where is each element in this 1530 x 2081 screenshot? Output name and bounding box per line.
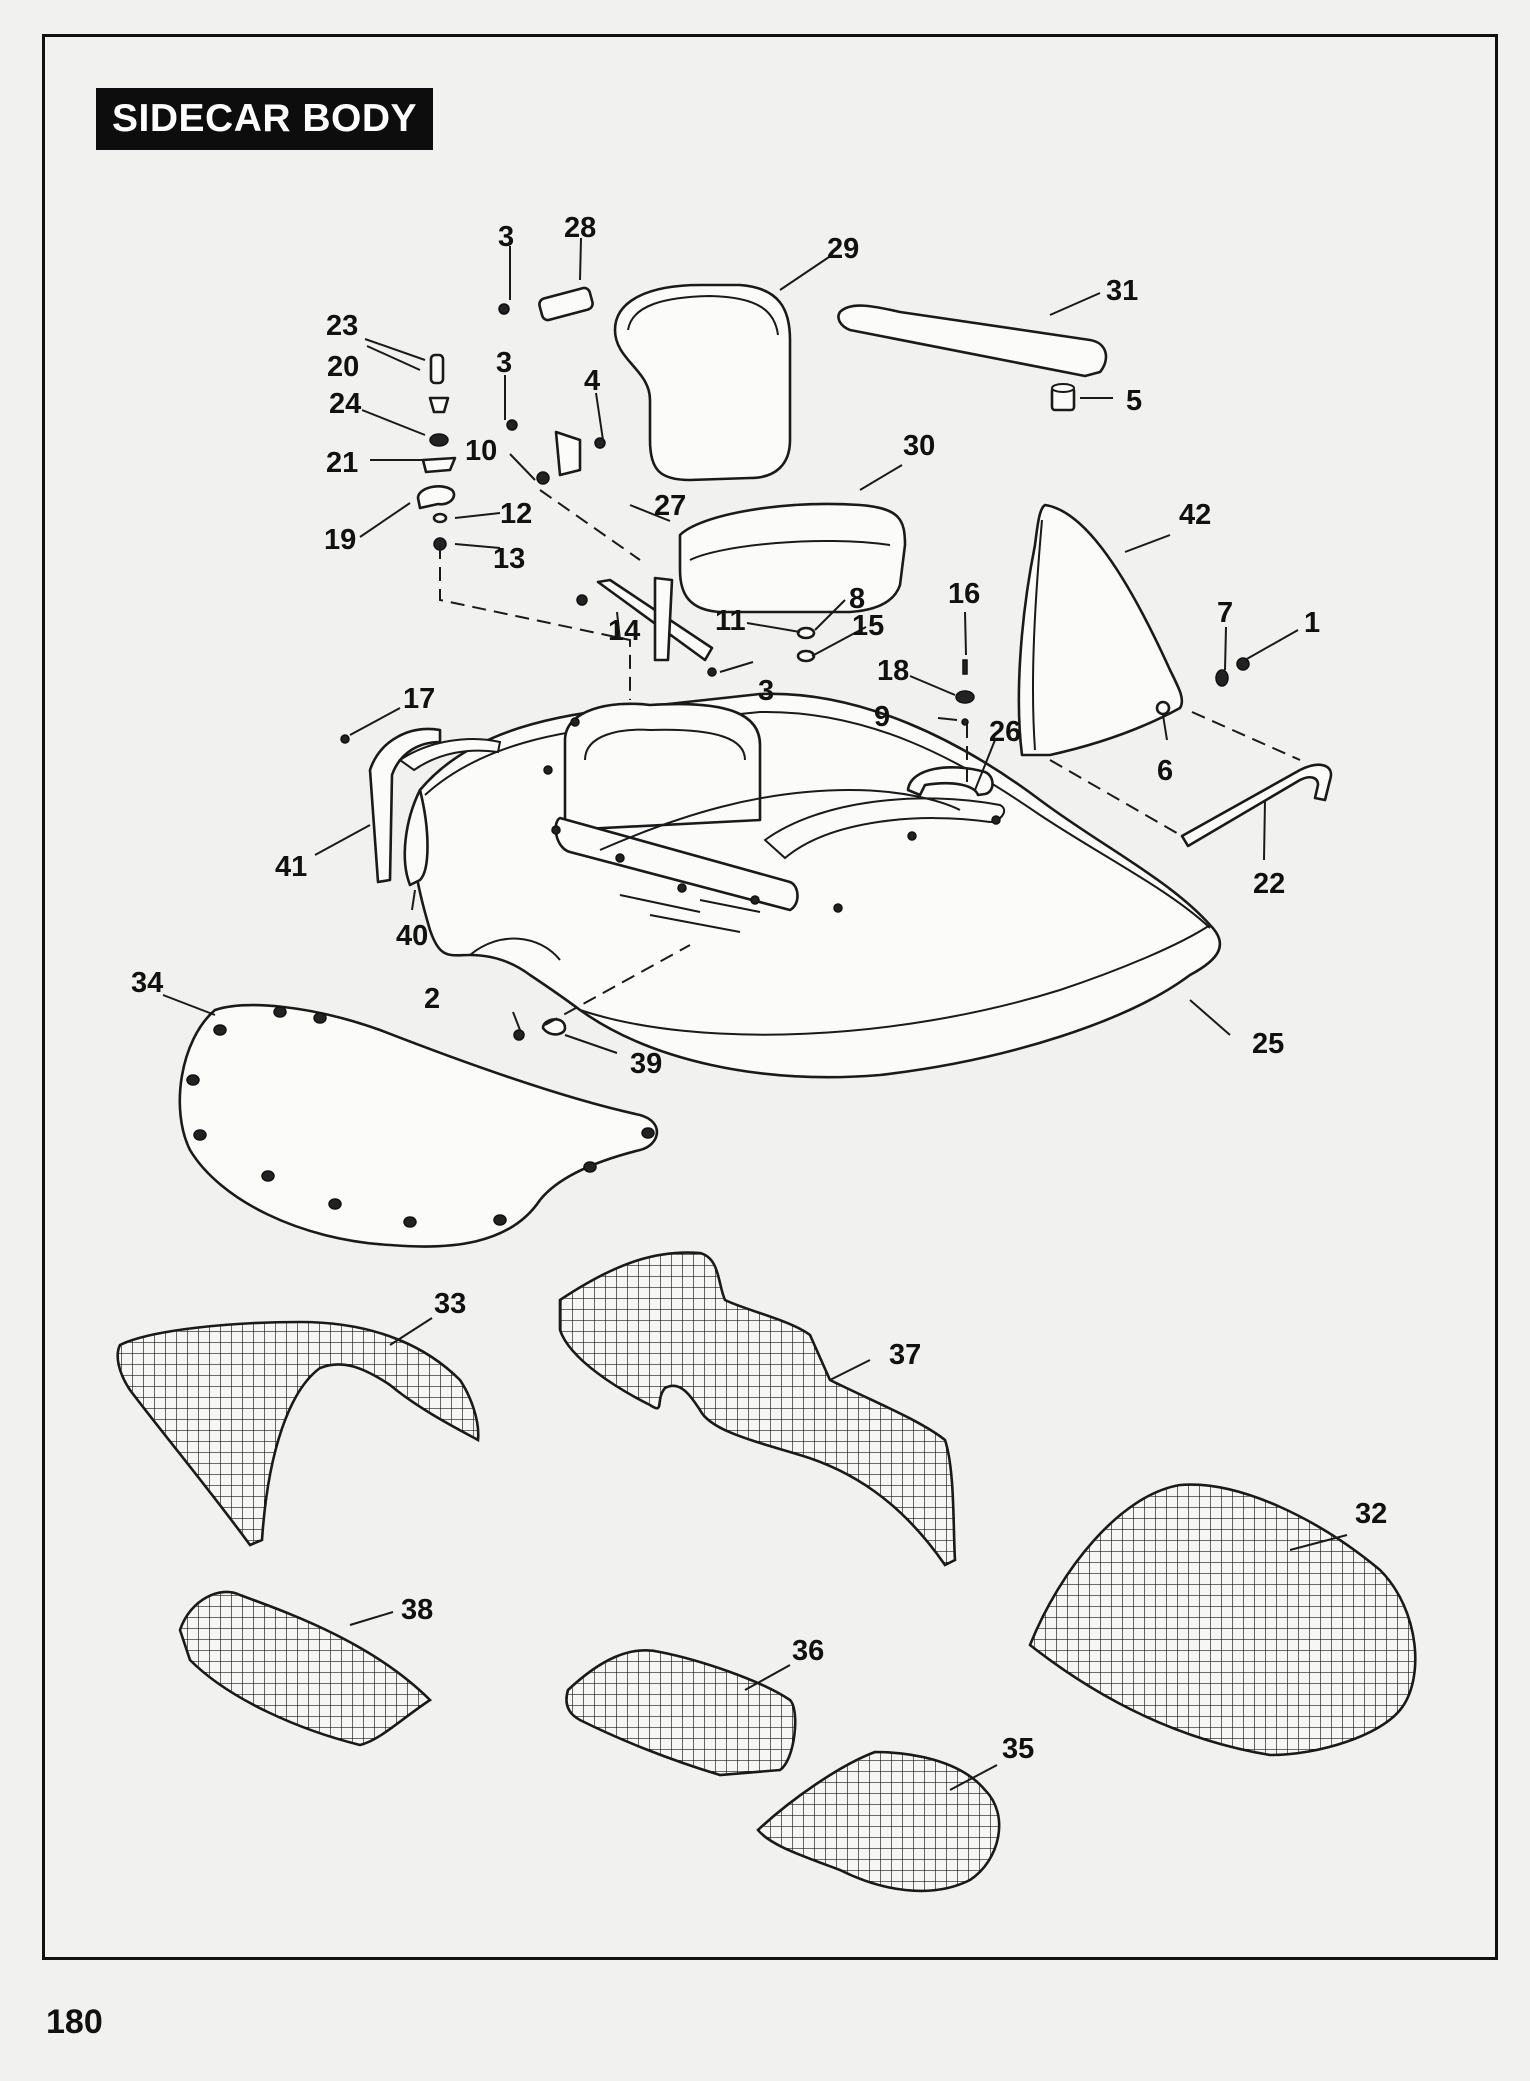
seat-cushion: [678, 502, 907, 614]
callout-27: 27: [654, 490, 686, 522]
nose-liner: [1028, 1483, 1417, 1757]
assembly-lines: [439, 489, 1301, 1026]
callout-labels: 1 2 3 3 3 4 5 6 7 8 9 10 11 12 13 14 15 …: [131, 212, 1387, 1765]
callout-22: 22: [1253, 868, 1285, 900]
callout-28: 28: [564, 212, 596, 244]
windshield-bracket: [1180, 763, 1333, 848]
callout-29: 29: [827, 233, 859, 265]
callout-26: 26: [989, 716, 1021, 748]
callout-34: 34: [131, 967, 163, 999]
fender-skirt: [178, 1003, 659, 1248]
windshield: [1017, 503, 1184, 757]
diagram-frame: [42, 34, 1498, 1960]
callout-19: 19: [324, 524, 356, 556]
callout-16: 16: [948, 578, 980, 610]
sidecar-body-shell: [368, 692, 1222, 1079]
floor-mat-liner: [116, 1320, 480, 1547]
callout-7: 7: [1217, 597, 1233, 629]
side-pad-left: [178, 1590, 433, 1747]
callout-37: 37: [889, 1339, 921, 1371]
callout-15: 15: [852, 610, 884, 642]
callout-3a: 3: [498, 221, 514, 253]
callout-25: 25: [1252, 1028, 1284, 1060]
callout-24: 24: [329, 388, 361, 420]
callout-14: 14: [608, 615, 640, 647]
callout-39: 39: [630, 1048, 662, 1080]
side-pad-right: [756, 1750, 1001, 1893]
callout-42: 42: [1179, 499, 1211, 531]
callout-31: 31: [1106, 275, 1138, 307]
callout-6: 6: [1157, 755, 1173, 787]
leader-lines: [162, 237, 1348, 1791]
windshield-hardware: [340, 657, 1250, 1041]
callout-9: 9: [874, 701, 890, 733]
callout-40: 40: [396, 920, 428, 952]
spacer: [1050, 383, 1076, 412]
page-title: SIDECAR BODY: [96, 88, 434, 150]
callout-1: 1: [1304, 607, 1320, 639]
callout-18: 18: [877, 655, 909, 687]
callout-17: 17: [403, 683, 435, 715]
seat-back-hardware: [498, 286, 816, 677]
callout-3c: 3: [758, 675, 774, 707]
callout-20: 20: [327, 351, 359, 383]
callout-35: 35: [1002, 1733, 1034, 1765]
callout-21: 21: [326, 447, 358, 479]
callout-23: 23: [326, 310, 358, 342]
skirt-snaps: [186, 1006, 655, 1228]
callout-4: 4: [584, 365, 600, 397]
callout-2: 2: [424, 983, 440, 1015]
callout-33: 33: [434, 1288, 466, 1320]
callout-38: 38: [401, 1594, 433, 1626]
callout-11: 11: [715, 605, 746, 637]
armrest-pad: [837, 304, 1108, 378]
callout-3b: 3: [496, 347, 512, 379]
callout-5: 5: [1126, 385, 1142, 417]
callout-30: 30: [903, 430, 935, 462]
side-pad-center: [565, 1649, 797, 1777]
callout-41: 41: [275, 851, 307, 883]
callout-12: 12: [500, 498, 532, 530]
callout-10: 10: [465, 435, 497, 467]
mount-fastener-stack: [416, 353, 457, 551]
callout-36: 36: [792, 1635, 824, 1667]
callout-32: 32: [1355, 1498, 1387, 1530]
page-number: 180: [46, 2003, 103, 2041]
inner-tub-liner: [558, 1251, 957, 1567]
callout-8: 8: [849, 583, 865, 615]
callout-13: 13: [493, 543, 525, 575]
